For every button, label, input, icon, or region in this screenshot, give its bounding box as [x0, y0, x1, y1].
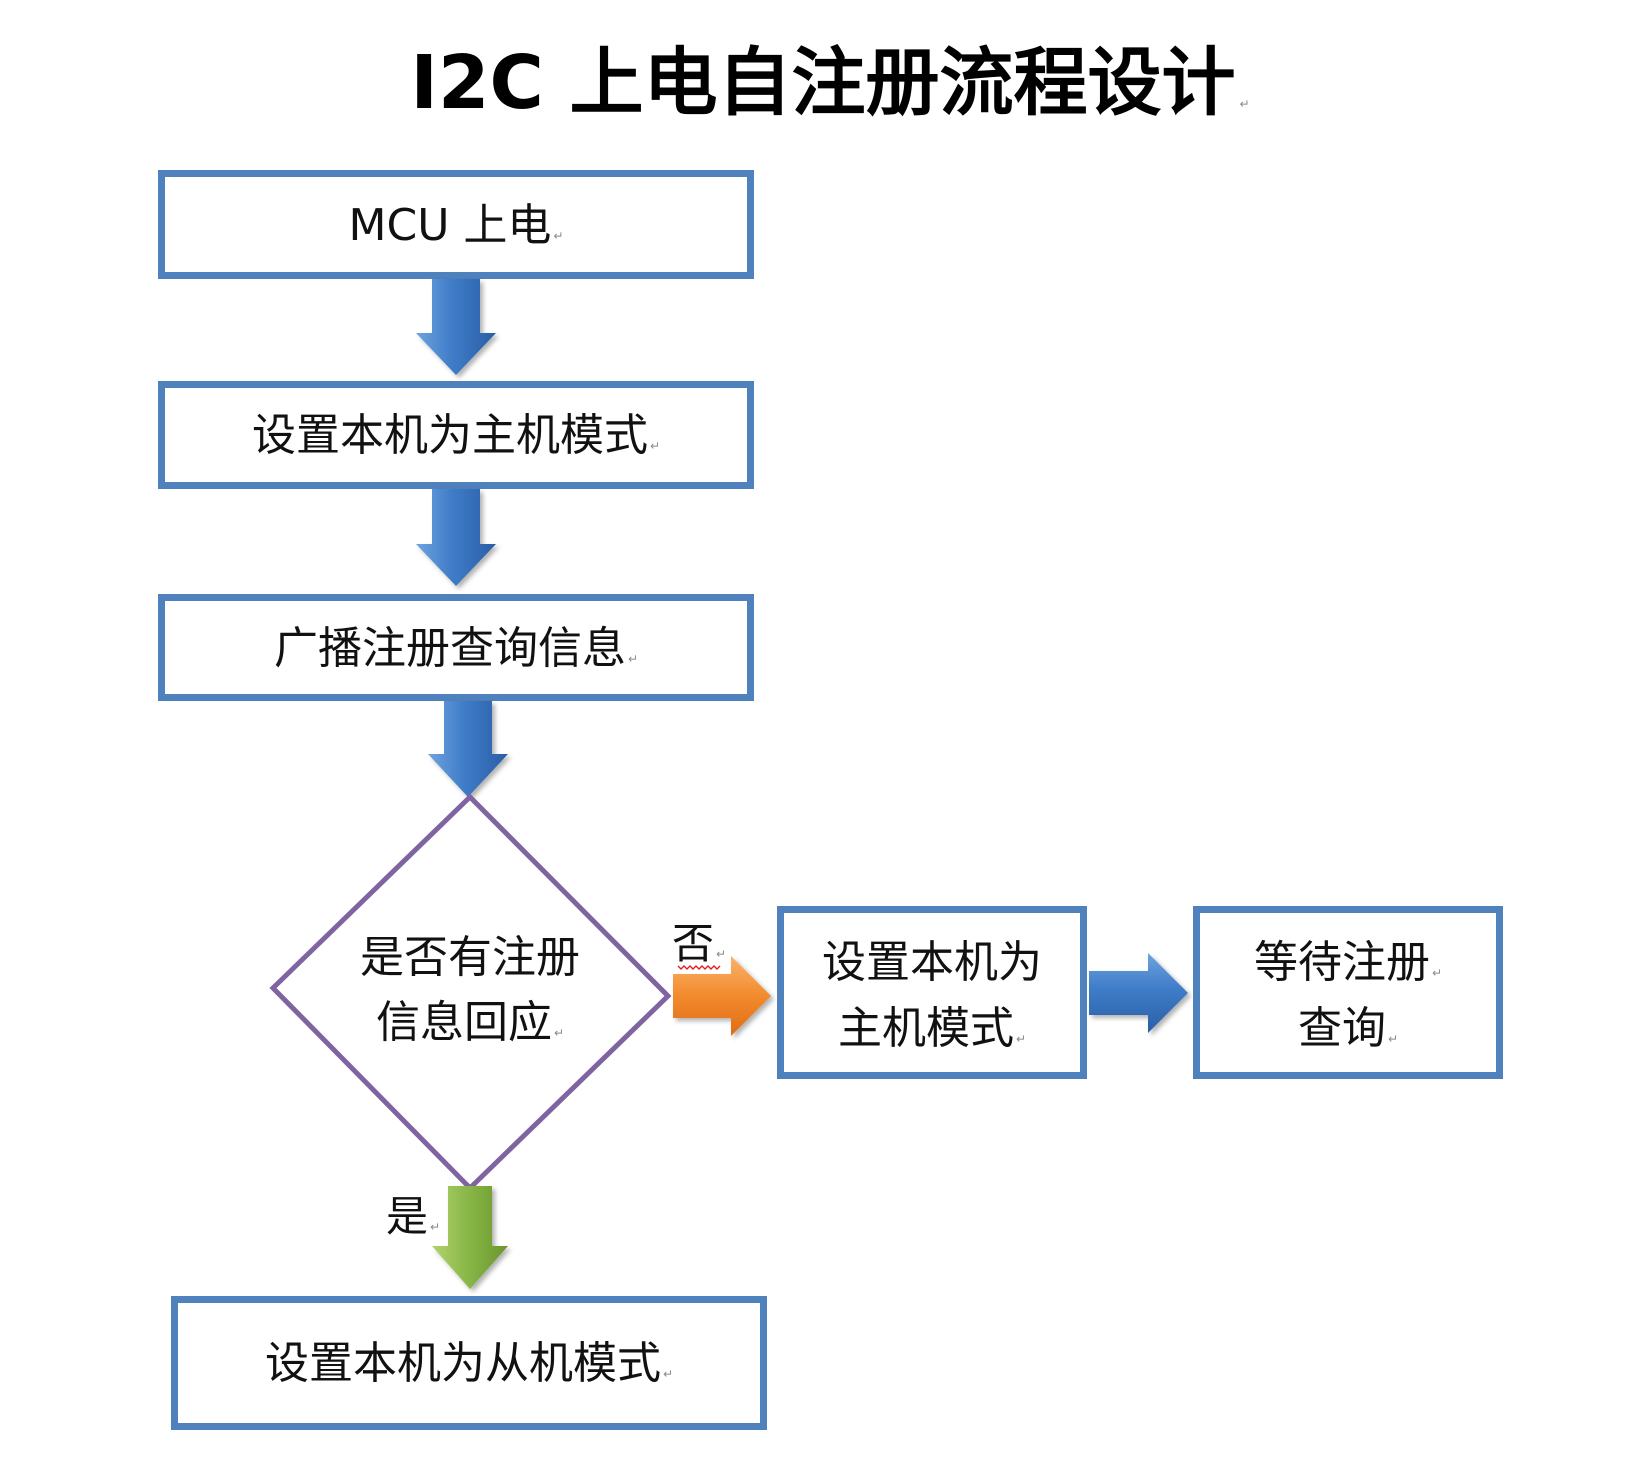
node-power-on-label: MCU 上电↵: [349, 200, 564, 251]
node-set-master-no-box: [777, 906, 1087, 1079]
node-wait-line-1: 等待注册↵: [1254, 937, 1442, 988]
node-set-master-text: 设置本机为主机模式: [252, 410, 648, 461]
node-set-slave-text: 设置本机为从机模式: [265, 1338, 661, 1389]
node-power-on: MCU 上电↵: [158, 170, 754, 279]
node-set-master-no-line-1: 设置本机为: [822, 937, 1042, 988]
node-set-master: 设置本机为主机模式↵: [158, 381, 754, 489]
arrow-down-1: [416, 279, 496, 375]
node-power-on-box: [158, 170, 754, 279]
edge-yes-text: 是: [386, 1192, 428, 1241]
decision-line-1: 是否有注册: [360, 932, 580, 983]
decision-line-2: 信息回应↵: [376, 997, 564, 1048]
paragraph-mark: ↵: [554, 1026, 564, 1040]
paragraph-mark: ↵: [1388, 1032, 1398, 1046]
edge-yes-label: 是↵: [386, 1192, 440, 1241]
node-broadcast-text: 广播注册查询信息: [274, 623, 626, 674]
node-power-on-text: MCU 上电: [349, 200, 552, 251]
node-broadcast-box: [158, 594, 754, 701]
node-set-master-no-line-2: 主机模式↵: [838, 1003, 1026, 1054]
node-broadcast: 广播注册查询信息↵: [158, 594, 754, 701]
paragraph-mark: ↵: [1240, 97, 1250, 111]
node-set-master-no-line-1-text: 设置本机为: [822, 937, 1042, 988]
node-set-master-no: 设置本机为 主机模式↵: [777, 906, 1087, 1079]
paragraph-mark: ↵: [663, 1367, 673, 1381]
node-wait: 等待注册↵ 查询↵: [1193, 906, 1503, 1079]
paragraph-mark: ↵: [430, 1220, 440, 1234]
node-set-slave: 设置本机为从机模式↵: [171, 1296, 767, 1430]
node-set-master-label: 设置本机为主机模式↵: [252, 410, 660, 461]
node-wait-line-2: 查询↵: [1298, 1003, 1398, 1054]
paragraph-mark: ↵: [553, 229, 563, 243]
paragraph-mark: ↵: [1016, 1032, 1026, 1046]
arrow-right-no: [673, 956, 771, 1036]
diagram-title-text: I2C 上电自注册流程设计: [410, 40, 1235, 126]
arrow-down-yes: [432, 1186, 508, 1289]
diagram-title: I2C 上电自注册流程设计 ↵: [410, 40, 1249, 126]
paragraph-mark: ↵: [1432, 966, 1442, 980]
decision-line-1-text: 是否有注册: [360, 932, 580, 983]
node-decision: 是否有注册 信息回应↵: [269, 793, 672, 1192]
arrow-down-2: [416, 489, 496, 586]
node-set-master-box: [158, 381, 754, 489]
paragraph-mark: ↵: [650, 439, 660, 453]
node-set-slave-box: [171, 1296, 767, 1430]
node-wait-box: [1193, 906, 1503, 1079]
paragraph-mark: ↵: [628, 652, 638, 666]
arrow-down-3: [428, 701, 508, 797]
edge-no-text: 否: [672, 919, 714, 968]
node-wait-line-1-text: 等待注册: [1254, 937, 1430, 988]
arrow-right-wait: [1089, 953, 1188, 1033]
decision-line-2-text: 信息回应: [376, 997, 552, 1048]
edge-no-label: 否↵: [672, 919, 726, 968]
paragraph-mark: ↵: [716, 947, 726, 961]
node-wait-line-2-text: 查询: [1298, 1003, 1386, 1054]
decision-diamond: [269, 793, 672, 1192]
node-broadcast-label: 广播注册查询信息↵: [274, 623, 638, 674]
node-set-master-no-line-2-text: 主机模式: [838, 1003, 1014, 1054]
node-set-slave-label: 设置本机为从机模式↵: [265, 1338, 673, 1389]
spellcheck-underline: [677, 965, 721, 970]
